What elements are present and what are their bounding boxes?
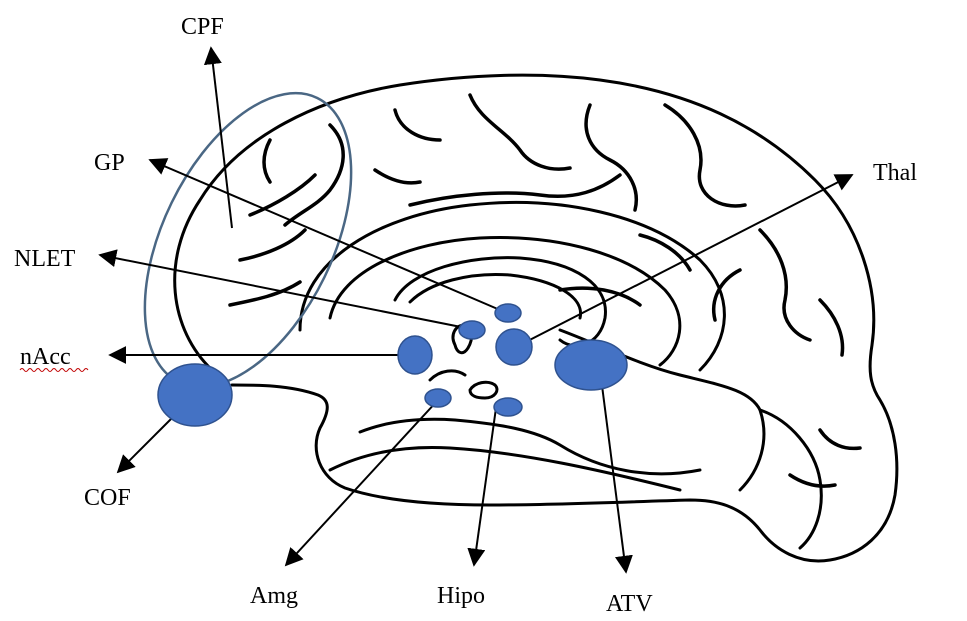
arrows: [100, 48, 852, 572]
region-nacc: [398, 336, 432, 374]
label-thal: Thal: [873, 160, 917, 186]
region-thal: [496, 329, 532, 365]
region-hipo: [494, 398, 522, 416]
label-gp: GP: [94, 150, 125, 176]
arrow-amg: [286, 400, 438, 565]
region-cof: [158, 364, 232, 426]
brain-outline: [175, 75, 897, 561]
arrow-gp: [150, 160, 500, 310]
label-hipo: Hipo: [437, 583, 485, 609]
region-gp: [495, 304, 521, 322]
label-nacc: nAcc: [20, 344, 71, 370]
highlighted-regions: [158, 304, 627, 426]
prefrontal-cortex-ellipse: [102, 61, 393, 420]
region-nlet: [459, 321, 485, 339]
spellcheck-underline: [20, 369, 88, 372]
label-atv: ATV: [606, 591, 653, 617]
region-atv: [555, 340, 627, 390]
label-nlet: NLET: [14, 246, 76, 272]
label-amg: Amg: [250, 583, 298, 609]
labels: CPF GP NLET nAcc COF Amg Hipo ATV Thal: [14, 14, 917, 617]
label-cof: COF: [84, 485, 131, 511]
arrow-hipo: [474, 408, 496, 565]
label-cpf: CPF: [181, 14, 224, 40]
brain-sulci: [230, 95, 860, 486]
region-amg: [425, 389, 451, 407]
arrow-nlet: [100, 255, 466, 328]
arrow-thal: [514, 175, 852, 348]
